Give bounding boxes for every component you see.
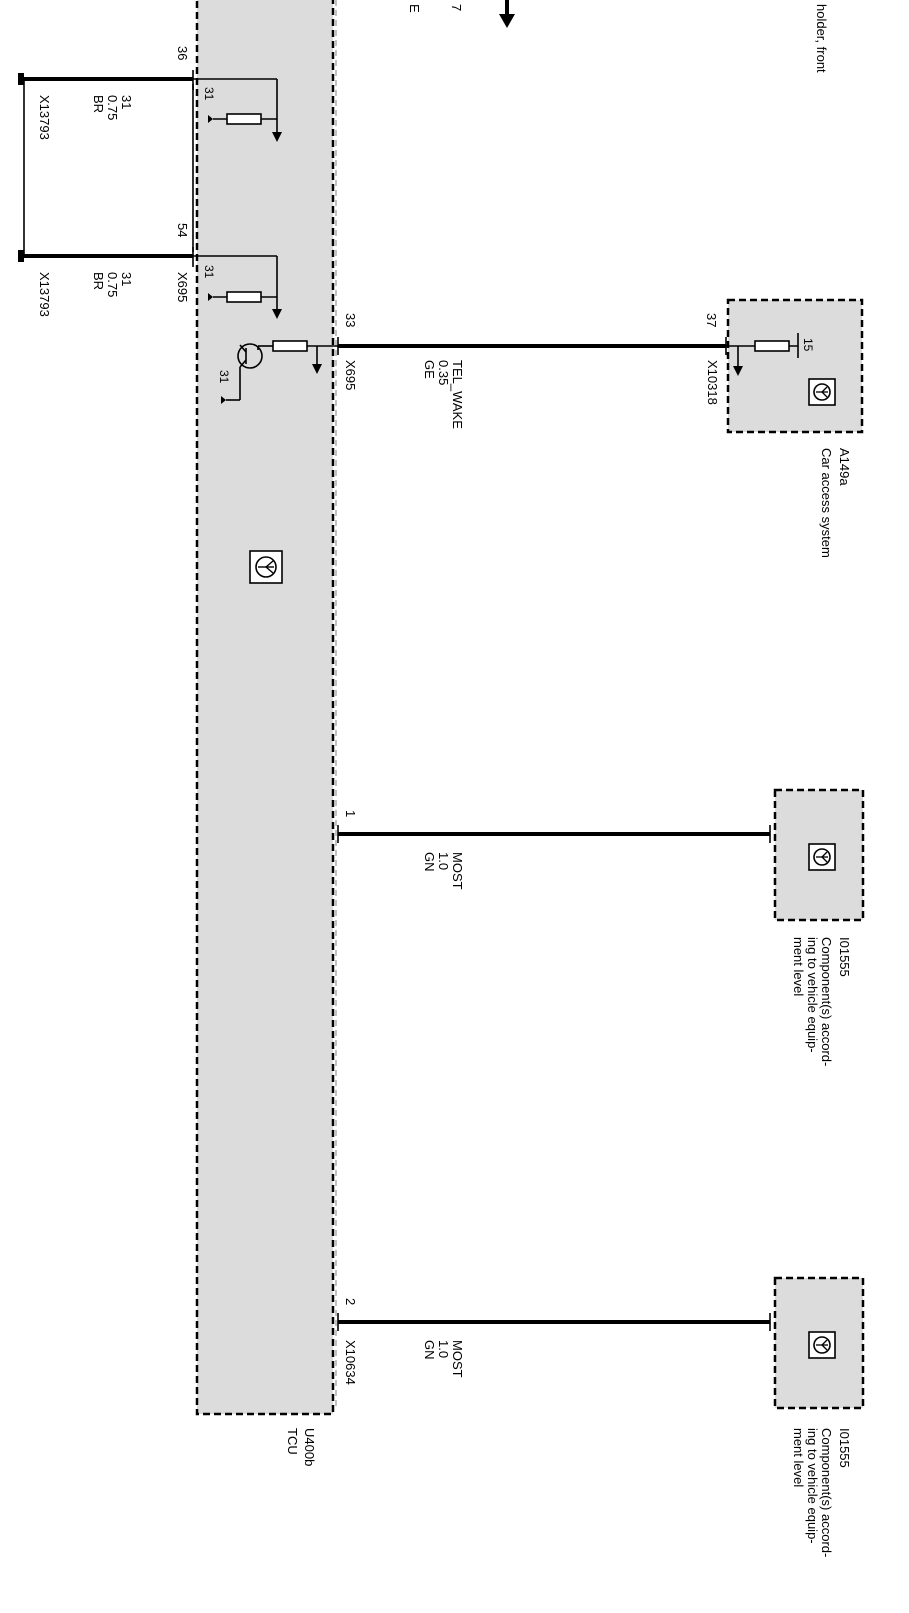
tcu-module-box [195,0,335,1416]
most-wire-1 [337,825,771,843]
component-2-code: I01555 [837,1428,852,1468]
component-2-line2: ing to vehicle equip- [805,1428,820,1544]
down-arrow-icon [499,0,515,28]
most-wire-2 [337,1313,771,1331]
component-1-code: I01555 [837,937,852,977]
ground-pin-a: 36 [175,46,190,60]
most2-gauge: 1.0 [436,1340,451,1358]
wire-a-gauge: 0.75 [105,95,120,120]
car-access-internal [726,333,799,376]
tcu-code: U400b [302,1428,317,1466]
component-1-line2: ing to vehicle equip- [805,937,820,1053]
module-symbol-icon [808,378,836,406]
ground-label-b: 31 [202,265,216,279]
most2-pin: 2 [343,1298,358,1305]
tel-wake-color: GE [422,360,437,379]
tel-wake-pin-remote: 37 [704,313,719,327]
component-2-line3: ment level [791,1428,806,1487]
wire-a-color: BR [91,95,106,113]
most1-pin: 1 [343,810,358,817]
tel-wake-pin-tcu: 33 [343,313,358,327]
car-access-name: Car access system [819,448,834,558]
ground-label-a: 31 [202,87,216,101]
most2-signal: MOST [450,1340,465,1378]
most1-signal: MOST [450,852,465,890]
tel-wake-wire [337,337,727,355]
module-symbol-icon [808,843,836,871]
car-access-box [726,298,864,434]
ground-pin-b: 54 [175,223,190,237]
ground-loop-conn: X695 [175,272,190,302]
car-access-code: A149a [837,448,852,486]
component-2-line1: Component(s) accord- [819,1428,834,1557]
ground-loop [18,70,194,267]
most1-gauge: 1.0 [436,852,451,870]
wire-b-gauge: 0.75 [105,272,120,297]
tel-wake-conn-remote: X10318 [705,360,720,405]
tcu-name: TCU [285,1428,300,1455]
car-access-supply: 15 [801,338,815,352]
component-1-line1: Component(s) accord- [819,937,834,1066]
module-symbol-icon [249,550,283,584]
wire-a-connector: X13793 [37,95,52,140]
internal-resistor-a [193,78,282,142]
wire-b-connector: X13793 [37,272,52,317]
tel-wake-signal: TEL_WAKE [450,360,465,429]
most1-color: GN [422,852,437,872]
tel-wake-conn-tcu: X695 [343,360,358,390]
module-symbol-icon [808,1331,836,1359]
tel-wake-gauge: 0.35 [436,360,451,385]
most2-conn: X10634 [343,1340,358,1385]
holder-front-label: holder, front [814,4,829,73]
component-1-line3: ment level [791,937,806,996]
wire-b-color: BR [91,272,106,290]
wire-a-signal: 31 [119,95,134,109]
most2-color: GN [422,1340,437,1360]
top-label-e: E [407,4,422,13]
transistor-icon [221,340,338,404]
transistor-ground: 31 [217,370,231,384]
internal-resistor-b [193,255,282,319]
top-label-7: 7 [449,4,464,11]
wire-b-signal: 31 [119,272,134,286]
